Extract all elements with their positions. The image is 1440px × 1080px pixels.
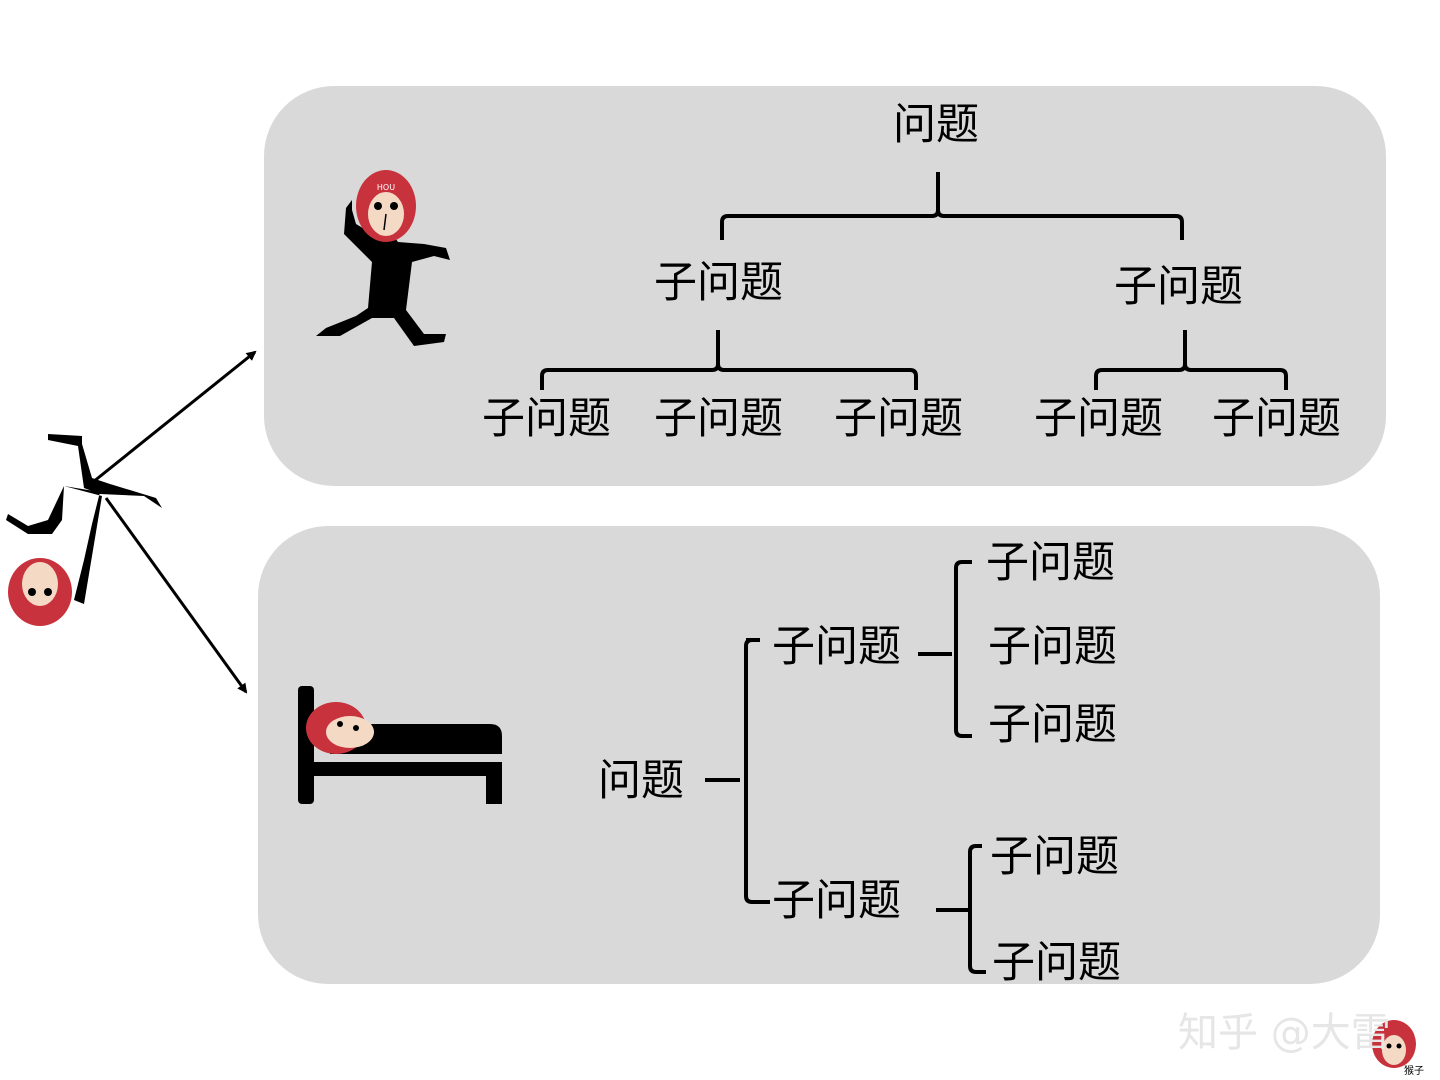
top-level1-label-left: 子问题	[654, 258, 783, 308]
top-level1-label-right: 子问题	[1114, 262, 1243, 312]
falling-monkey-icon	[6, 434, 162, 626]
bottom-branch2-child-1: 子问题	[990, 832, 1119, 882]
running-monkey-tag: HOU	[377, 183, 395, 192]
top-tree-connectors	[540, 172, 1288, 390]
bottom-root-label: 问题	[598, 756, 684, 806]
top-level2-right-label-1: 子问题	[1034, 394, 1163, 444]
top-level2-left-label-3: 子问题	[834, 394, 963, 444]
running-monkey-icon: HOU	[316, 170, 450, 346]
badge-label: 猴子	[1404, 1066, 1424, 1077]
bottom-branch-label-2: 子问题	[772, 876, 901, 926]
arrow-to-top-panel	[87, 350, 257, 488]
top-level2-left-label-1: 子问题	[482, 394, 611, 444]
top-root-label: 问题	[893, 100, 979, 150]
bottom-branch1-child-1: 子问题	[986, 538, 1115, 588]
bottom-branch2-child-2: 子问题	[992, 938, 1121, 988]
bottom-branch1-child-2: 子问题	[988, 622, 1117, 672]
watermark-text: 知乎 @大雷	[1178, 1010, 1391, 1056]
arrow-to-bottom-panel	[104, 497, 248, 694]
sleeping-monkey-bed-icon	[298, 686, 502, 804]
top-level2-right-label-2: 子问题	[1212, 394, 1341, 444]
branch-arrows	[87, 350, 257, 694]
badge-monkey-icon	[1372, 1020, 1416, 1068]
top-level2-left-label-2: 子问题	[654, 394, 783, 444]
bottom-panel	[258, 526, 1380, 984]
bottom-branch-label-1: 子问题	[772, 622, 901, 672]
bottom-tree-connectors	[705, 560, 986, 974]
bottom-branch1-child-3: 子问题	[988, 700, 1117, 750]
top-panel	[264, 86, 1386, 486]
